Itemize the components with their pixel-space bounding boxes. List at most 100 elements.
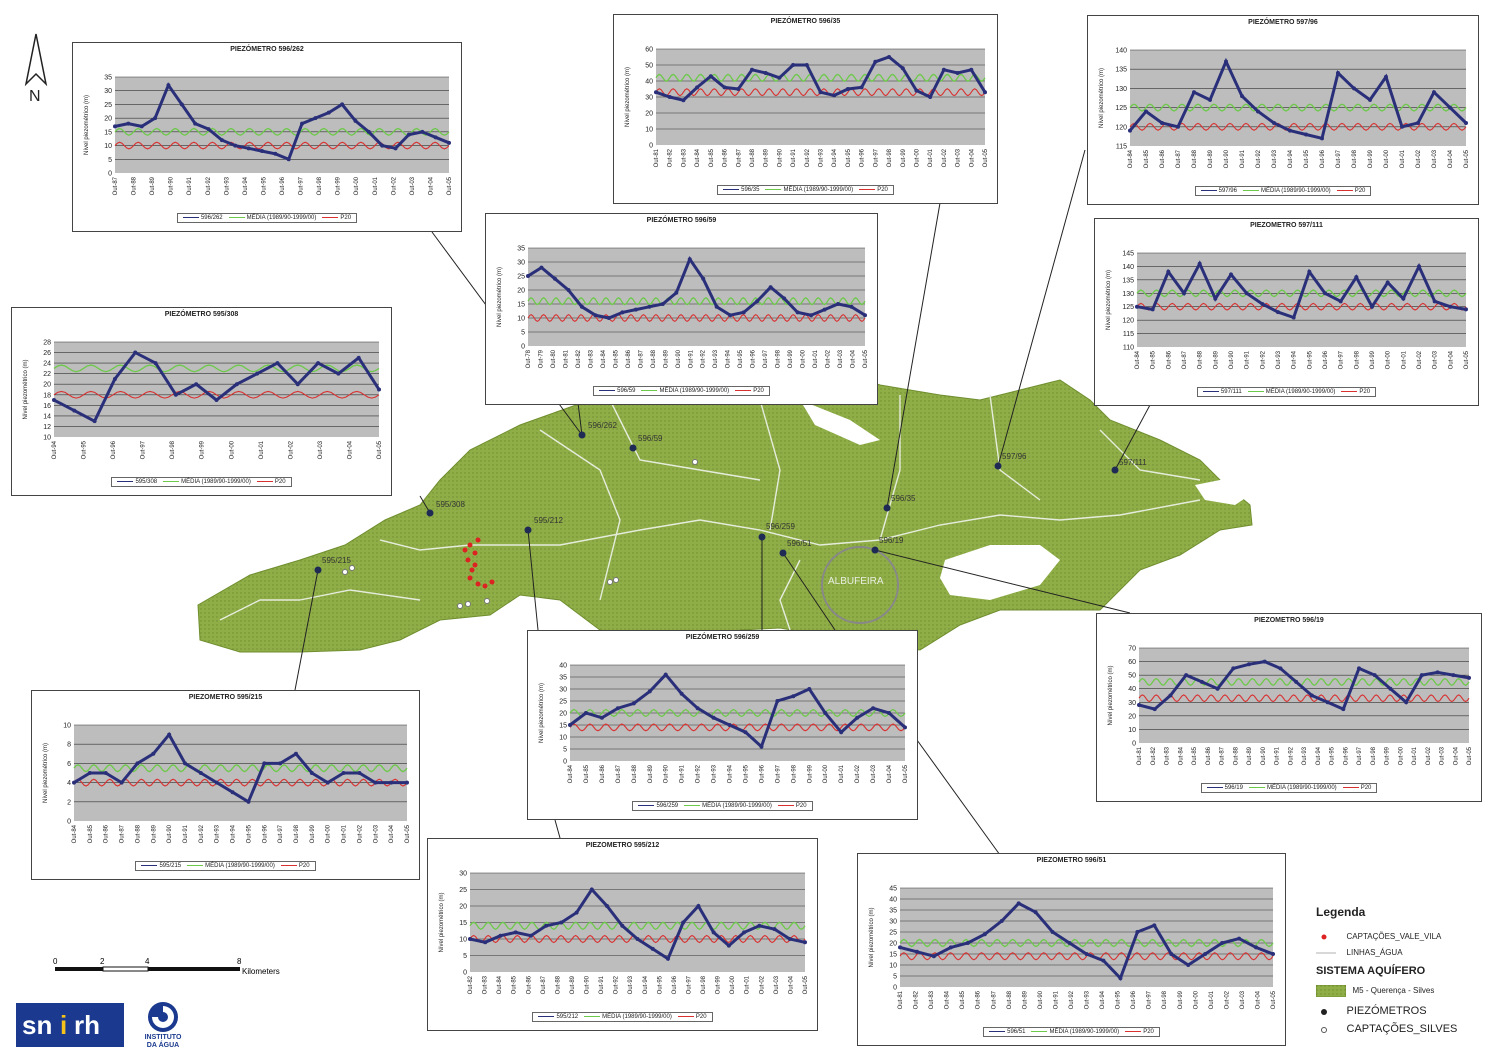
y-tick-label: 130 (1115, 86, 1127, 93)
x-tick-label: Out-89 (150, 176, 156, 195)
data-point (711, 715, 716, 720)
x-tick-label: Out-00 (1384, 149, 1390, 168)
x-tick-label: Out-89 (764, 148, 770, 167)
data-point (1176, 124, 1180, 129)
data-point (983, 90, 987, 95)
x-tick-label: Out-93 (1085, 990, 1091, 1009)
well-label-596-51: 596/51 (787, 539, 812, 548)
data-point (1304, 132, 1308, 137)
data-point (286, 157, 291, 162)
plot-area (1139, 648, 1469, 743)
x-tick-label: Out-98 (887, 148, 893, 167)
legend-swatch (1125, 1030, 1142, 1032)
scale-unit: Kilometers (242, 967, 280, 976)
data-point (1432, 299, 1437, 304)
y-tick-label: 145 (1122, 251, 1134, 258)
data-point (589, 887, 594, 892)
x-tick-label: Out-88 (132, 176, 138, 195)
series-observed-line (569, 672, 907, 750)
black-dot-icon (1321, 1008, 1327, 1015)
data-point (316, 361, 321, 366)
x-tick-label: Out-95 (743, 764, 749, 783)
x-tick-label: Out-98 (1162, 990, 1168, 1009)
y-tick-label: 24 (43, 361, 51, 368)
data-point (206, 127, 211, 132)
x-tick-label: Out-85 (709, 148, 715, 167)
x-tick-label: Out-88 (1233, 746, 1239, 765)
data-point (1237, 936, 1242, 941)
data-point (727, 723, 732, 727)
x-tick-label: Out-01 (928, 148, 934, 167)
x-tick-label: Out-05 (405, 824, 411, 843)
x-tick-label: Out-96 (860, 148, 866, 167)
data-point (660, 302, 665, 306)
data-point (255, 371, 260, 376)
x-tick-label: Out-86 (104, 824, 110, 843)
y-axis-label: Nível piezométrico (m) (84, 95, 90, 155)
x-tick-label: Out-93 (819, 148, 825, 167)
data-point (1231, 666, 1236, 671)
legend-entry: MÉDIA (1989/90-1999/00) (1049, 1029, 1120, 1035)
x-tick-label: Out-92 (1260, 350, 1266, 369)
series-media-line (73, 764, 408, 773)
y-tick-label: 25 (517, 274, 525, 281)
data-point (749, 67, 754, 72)
x-tick-label: Out-85 (1144, 149, 1150, 168)
data-point (1186, 963, 1191, 967)
y-tick-label: 20 (43, 382, 51, 389)
data-point (695, 85, 700, 90)
data-point (1354, 275, 1359, 280)
x-tick-label: Out-99 (788, 349, 794, 368)
x-tick-label: Out-99 (807, 764, 813, 783)
data-point (900, 66, 905, 71)
x-tick-label: Out-84 (568, 764, 574, 783)
y-axis-label: Nível piezométrico (m) (625, 67, 631, 127)
data-point (1229, 272, 1233, 277)
x-tick-label: Out-93 (713, 349, 719, 368)
data-point (483, 940, 488, 945)
x-tick-label: Out-81 (898, 990, 904, 1009)
data-point (654, 90, 658, 95)
data-point (832, 93, 837, 98)
data-point (969, 67, 974, 72)
y-tick-label: 5 (463, 953, 467, 960)
well-label-596-259: 596/259 (766, 522, 795, 531)
y-tick-label: 50 (1128, 673, 1136, 680)
aquifer-swatch-icon (1315, 984, 1347, 998)
data-point (849, 304, 854, 309)
x-tick-label: Out-00 (730, 975, 736, 994)
plot-area (900, 888, 1273, 987)
data-point (373, 780, 378, 785)
x-tick-label: Out-91 (1275, 746, 1281, 765)
data-point (1033, 910, 1038, 915)
data-point (615, 706, 620, 711)
data-point (674, 290, 679, 295)
legend-title: Legenda (1316, 905, 1366, 919)
data-point (1276, 310, 1280, 315)
x-tick-label: Out-96 (751, 349, 757, 368)
x-tick-label: Out-05 (903, 764, 909, 783)
x-tick-label: Out-87 (113, 176, 119, 195)
x-tick-label: Out-86 (526, 975, 532, 994)
legend-swatch (228, 216, 245, 218)
x-tick-label: Out-02 (1224, 990, 1230, 1009)
data-point (133, 350, 138, 355)
series-media-line (1138, 677, 1470, 687)
x-tick-label: Out-01 (259, 440, 265, 459)
y-tick-label: 25 (889, 930, 897, 937)
y-tick-label: 2 (67, 799, 71, 806)
x-tick-label: Out-94 (832, 148, 838, 167)
data-point (552, 276, 557, 281)
x-tick-label: Out-86 (1166, 350, 1172, 369)
x-tick-label: Out-01 (1400, 149, 1406, 168)
x-tick-label: Out-90 (1224, 149, 1230, 168)
data-point (1224, 59, 1228, 64)
x-tick-label: Out-94 (243, 176, 249, 195)
legend-swatch (182, 216, 199, 218)
legend-entry: 595/308 (135, 479, 158, 485)
x-tick-label: Out-84 (72, 824, 78, 843)
